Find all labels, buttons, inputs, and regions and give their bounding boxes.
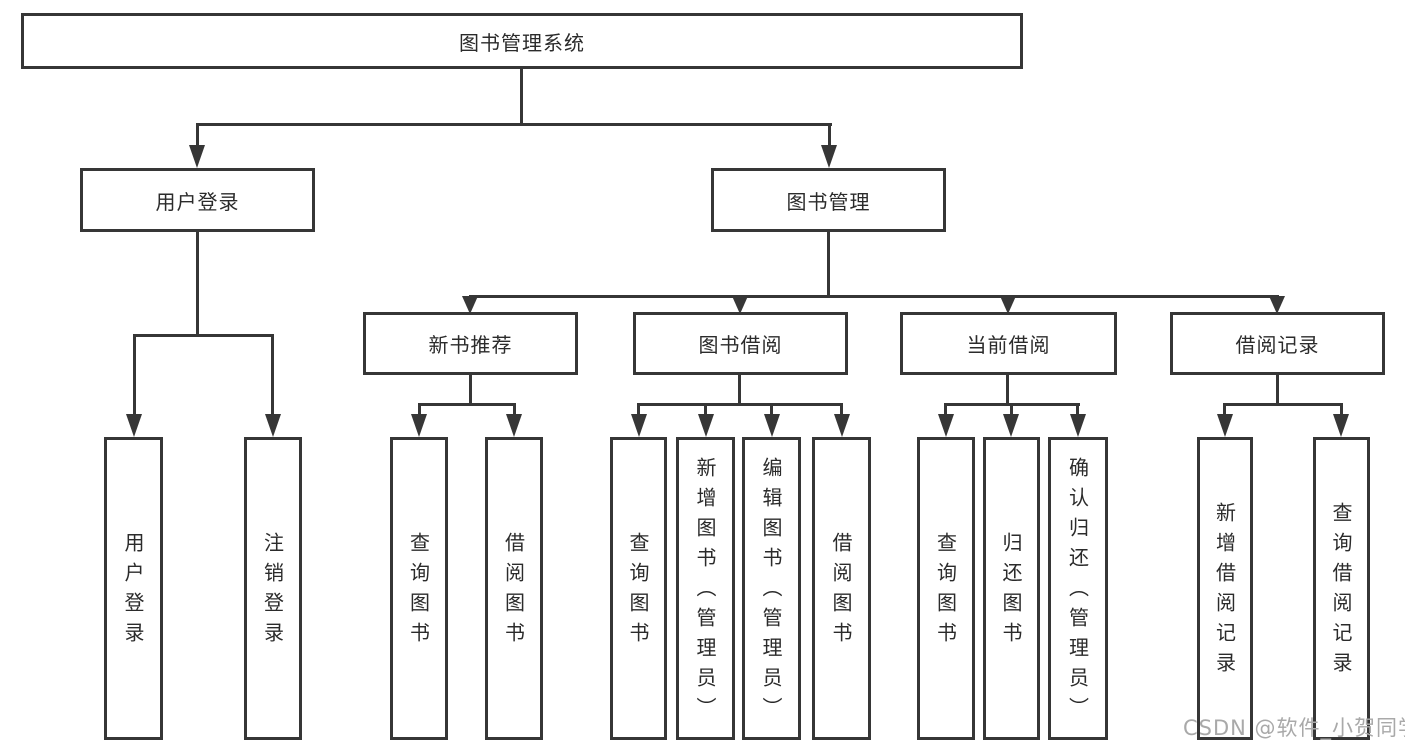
connector-line [513, 403, 516, 419]
connector-line [1223, 403, 1226, 419]
connector-line [418, 403, 421, 419]
connector-line [196, 123, 832, 126]
connector-line [469, 375, 472, 406]
connector-line [1076, 403, 1079, 419]
connector-arrow-down [1000, 296, 1016, 314]
connector-arrow-down [411, 414, 427, 437]
leaf-search-book: 查询图书 [390, 437, 448, 740]
connector-arrow-down [265, 414, 281, 437]
connector-arrow-down [189, 145, 205, 168]
connector-line [520, 69, 523, 125]
node-book-management: 图书管理 [711, 168, 946, 232]
connector-line [1010, 403, 1013, 419]
connector-arrow-down [938, 414, 954, 437]
connector-line [133, 334, 136, 416]
connector-line [704, 403, 707, 419]
connector-line [418, 403, 516, 406]
connector-line [196, 232, 199, 337]
connector-arrow-down [821, 145, 837, 168]
leaf-borrow-book: 借阅图书 [812, 437, 871, 740]
connector-arrow-down [1269, 296, 1285, 314]
connector-arrow-down [1070, 414, 1086, 437]
connector-line [738, 375, 741, 406]
connector-arrow-down [631, 414, 647, 437]
leaf-search-book: 查询图书 [610, 437, 667, 740]
connector-arrow-down [1333, 414, 1349, 437]
leaf-borrow-book: 借阅图书 [485, 437, 543, 740]
connector-line [1006, 375, 1009, 406]
csdn-watermark: CSDN @软件_小贺同学 [1183, 716, 1405, 740]
node-current-borrow: 当前借阅 [900, 312, 1117, 375]
connector-line [637, 403, 640, 419]
connector-arrow-down [698, 414, 714, 437]
node-user-login: 用户登录 [80, 168, 315, 232]
connector-arrow-down [1217, 414, 1233, 437]
connector-arrow-down [506, 414, 522, 437]
leaf-logout: 注销登录 [244, 437, 302, 740]
connector-line [1340, 403, 1343, 419]
leaf-user-login: 用户登录 [104, 437, 163, 740]
leaf-search-borrow-record: 查询借阅记录 [1313, 437, 1370, 740]
connector-arrow-down [834, 414, 850, 437]
connector-line [133, 334, 274, 337]
connector-line [840, 403, 843, 419]
node-book-borrow: 图书借阅 [633, 312, 848, 375]
connector-line [770, 403, 773, 419]
connector-arrow-down [732, 296, 748, 314]
connector-line [1223, 403, 1343, 406]
connector-line [944, 403, 947, 419]
connector-arrow-down [764, 414, 780, 437]
connector-line [196, 123, 199, 149]
connector-line [637, 403, 843, 406]
connector-line [469, 295, 1279, 298]
connector-line [827, 232, 830, 298]
node-root: 图书管理系统 [21, 13, 1023, 69]
connector-arrow-down [462, 296, 478, 314]
leaf-add-book-admin: 新增图书（管理员） [676, 437, 735, 740]
connector-line [828, 123, 831, 149]
leaf-edit-book-admin: 编辑图书（管理员） [742, 437, 801, 740]
node-borrow-record: 借阅记录 [1170, 312, 1385, 375]
connector-arrow-down [1003, 414, 1019, 437]
connector-line [271, 334, 274, 416]
leaf-search-book: 查询图书 [917, 437, 975, 740]
leaf-add-borrow-record: 新增借阅记录 [1197, 437, 1253, 740]
connector-arrow-down [126, 414, 142, 437]
connector-line [1276, 375, 1279, 406]
leaf-return-book: 归还图书 [983, 437, 1040, 740]
leaf-confirm-return-admin: 确认归还（管理员） [1048, 437, 1108, 740]
node-new-book-recommend: 新书推荐 [363, 312, 578, 375]
